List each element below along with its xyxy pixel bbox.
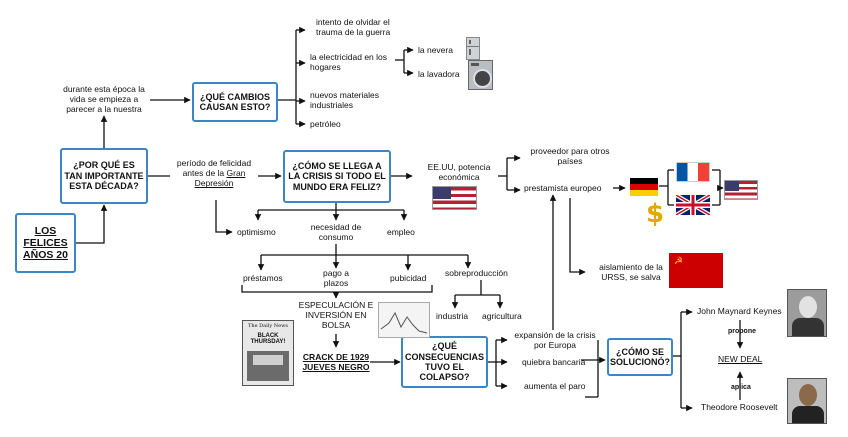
germany-flag-icon bbox=[630, 178, 658, 196]
usa-flag-small-icon bbox=[724, 180, 758, 200]
question-consequences-box: ¿QUÉ CONSECUENCIAS TUVO EL COLAPSO? bbox=[401, 336, 488, 388]
new-deal-label: NEW DEAL bbox=[718, 354, 763, 364]
cause-advertising: pubicidad bbox=[390, 273, 427, 283]
gran-depresion-link: Gran Depresión bbox=[194, 168, 246, 189]
newspaper-headline: BLACK THURSDAY! bbox=[250, 333, 286, 345]
washing-machine-icon bbox=[468, 60, 493, 90]
period-text: período de felicidad antes de la Gran De… bbox=[170, 158, 258, 189]
change-washer: la lavadora bbox=[418, 69, 460, 79]
roosevelt-label: Theodore Roosevelt bbox=[701, 402, 778, 412]
question-solution: ¿CÓMO SE SOLUCIONÓ? bbox=[610, 346, 670, 367]
question-consequences: ¿QUÉ CONSECUENCIAS TUVO EL COLAPSO? bbox=[405, 341, 485, 383]
usa-power: EE.UU, potencia económica bbox=[427, 162, 491, 183]
applies-label: aplica bbox=[731, 384, 751, 391]
cause-employment: empleo bbox=[387, 227, 415, 237]
stock-chart-image bbox=[378, 302, 430, 338]
cause-need: necesidad de consumo bbox=[310, 222, 362, 243]
dollar-icon: $ bbox=[645, 199, 665, 229]
question-crisis: ¿CÓMO SE LLEGA A LA CRISIS SI TODO EL MU… bbox=[288, 160, 386, 192]
change-materials: nuevos materiales industriales bbox=[310, 90, 379, 111]
period-pre: período de felicidad antes de la bbox=[176, 158, 252, 179]
during-era-text: durante esta época la vida se empieza a … bbox=[63, 84, 145, 115]
question-solution-box: ¿CÓMO SE SOLUCIONÓ? bbox=[607, 338, 673, 376]
cause-installments: pago a plazos bbox=[323, 268, 349, 289]
keynes-label: John Maynard Keynes bbox=[697, 306, 782, 316]
question-crisis-box: ¿CÓMO SE LLEGA A LA CRISIS SI TODO EL MU… bbox=[283, 150, 391, 203]
crash-1929-label: CRACK DE 1929 JUEVES NEGRO bbox=[302, 352, 370, 373]
consequence-bank: quiebra bancaria bbox=[522, 357, 586, 367]
change-fridge: la nevera bbox=[418, 45, 453, 55]
consequence-unemployment: aumenta el paro bbox=[524, 381, 586, 391]
question-changes-box: ¿QUÉ CAMBIOS CAUSAN ESTO? bbox=[192, 82, 278, 122]
france-flag-icon bbox=[676, 162, 710, 182]
newspaper-image: The Daily News BLACK THURSDAY! bbox=[242, 320, 294, 386]
usa-provider: proveedor para otros países bbox=[530, 146, 610, 167]
change-electricity: la electricidad en los hogares bbox=[310, 52, 388, 73]
roosevelt-portrait bbox=[787, 378, 827, 424]
ussr-isolation: aislamiento de la URSS, se salva bbox=[599, 262, 663, 283]
cause-agriculture: agricultura bbox=[482, 311, 522, 321]
uk-flag-icon bbox=[676, 195, 710, 215]
consequence-expansion: expansión de la crisis por Europa bbox=[514, 330, 596, 351]
newspaper-masthead: The Daily News bbox=[248, 323, 288, 329]
title-line-1: LOS bbox=[34, 224, 57, 237]
change-forget-war: intento de olvidar el trauma de la guerr… bbox=[316, 17, 391, 38]
cause-optimism: optimismo bbox=[237, 227, 276, 237]
title-box: LOS FELICES AÑOS 20 bbox=[15, 213, 76, 273]
title-line-3: AÑOS 20 bbox=[23, 249, 68, 262]
keynes-portrait bbox=[787, 289, 827, 337]
cause-loans: préstamos bbox=[243, 273, 283, 283]
usa-flag-icon bbox=[432, 186, 477, 210]
cause-industry: industria bbox=[436, 311, 469, 321]
question-why-box: ¿POR QUÉ ES TAN IMPORTANTE ESTA DÉCADA? bbox=[60, 148, 148, 204]
usa-lender: prestamista europeo bbox=[524, 183, 602, 193]
fridge-icon bbox=[466, 37, 480, 60]
cause-overproduction: sobreproducción bbox=[445, 268, 508, 278]
question-changes: ¿QUÉ CAMBIOS CAUSAN ESTO? bbox=[199, 91, 271, 112]
ussr-flag-icon: ☭ bbox=[669, 253, 723, 288]
cause-speculation: ESPECULACIÓN E INVERSIÓN EN BOLSA bbox=[298, 300, 374, 331]
title-line-2: FELICES bbox=[23, 236, 68, 249]
question-why: ¿POR QUÉ ES TAN IMPORTANTE ESTA DÉCADA? bbox=[64, 160, 144, 192]
change-oil: petróleo bbox=[310, 119, 341, 129]
proposes-label: propone bbox=[728, 328, 756, 335]
